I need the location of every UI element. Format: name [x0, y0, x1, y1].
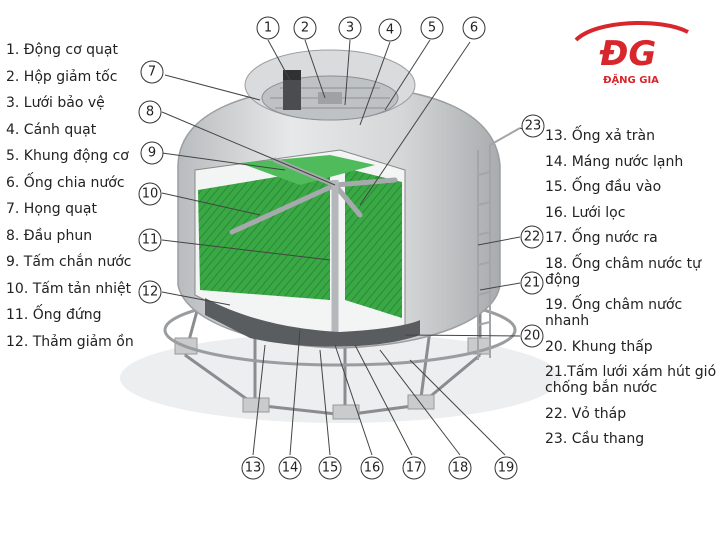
legend-item: 19. Ống châm nước nhanh [545, 297, 683, 329]
legend-item: 6. Ống chia nước [6, 174, 125, 191]
svg-text:16: 16 [364, 461, 381, 476]
svg-text:13: 13 [245, 461, 262, 476]
legend-item: 23. Cầu thang [545, 431, 645, 447]
svg-text:3: 3 [346, 21, 354, 36]
svg-text:4: 4 [386, 23, 394, 38]
dang-gia-logo: ĐG ĐẶNG GIA [566, 10, 696, 90]
legend-item: 3. Lưới bảo vệ [6, 95, 105, 111]
callout-14: 14 [278, 456, 302, 480]
svg-text:8: 8 [146, 105, 154, 120]
callout-1: 1 [256, 16, 280, 40]
callout-16: 16 [360, 456, 384, 480]
legend-item: 20. Khung thấp [545, 338, 653, 355]
callout-2: 2 [293, 16, 317, 40]
legend-item: 4. Cánh quạt [6, 121, 97, 138]
legend-item: 13. Ống xả tràn [545, 128, 655, 144]
legend-item: 9. Tấm chắn nước [6, 254, 132, 270]
callout-18: 18 [448, 456, 472, 480]
svg-text:11: 11 [142, 233, 159, 248]
legend-item: 16. Lưới lọc [545, 204, 626, 221]
callout-19: 19 [494, 456, 518, 480]
leader-lines [161, 39, 534, 456]
callout-15: 15 [318, 456, 342, 480]
legend-item: 1. Động cơ quạt [6, 42, 118, 58]
svg-text:15: 15 [322, 461, 339, 476]
callout-17: 17 [402, 456, 426, 480]
fill-media-right [345, 168, 402, 318]
callout-11: 11 [138, 228, 162, 252]
svg-text:18: 18 [452, 461, 469, 476]
svg-text:9: 9 [148, 146, 156, 161]
svg-text:17: 17 [406, 461, 423, 476]
callout-22: 22 [520, 225, 544, 249]
callout-7: 7 [140, 60, 164, 84]
svg-text:22: 22 [524, 230, 541, 245]
cold-water-basin [205, 298, 420, 347]
svg-text:14: 14 [282, 461, 299, 476]
callout-20: 20 [520, 324, 544, 348]
fan-motor-cap [283, 70, 301, 80]
legend-item: 12. Thảm giảm ồn [6, 333, 134, 350]
legend-item: 21.Tấm lưới xám hút gió chống bắn nước [545, 364, 717, 396]
svg-text:10: 10 [142, 187, 159, 202]
legend-item: 2. Hộp giảm tốc [6, 68, 118, 85]
drift-eliminator [240, 155, 375, 185]
svg-text:7: 7 [148, 65, 156, 80]
fan-motor [283, 80, 301, 110]
gear-reducer [318, 92, 342, 104]
callout-8: 8 [138, 100, 162, 124]
logo-mark: ĐG [599, 34, 657, 74]
svg-text:12: 12 [142, 285, 159, 300]
svg-text:19: 19 [498, 461, 515, 476]
callout-3: 3 [338, 16, 362, 40]
svg-text:6: 6 [470, 21, 478, 36]
callout-12: 12 [138, 280, 162, 304]
legend-left: 1. Động cơ quạt 2. Hộp giảm tốc 3. Lưới bả… [6, 42, 176, 360]
logo-text: ĐẶNG GIA [603, 72, 659, 86]
callout-13: 13 [241, 456, 265, 480]
legend-item: 5. Khung động cơ [6, 148, 129, 164]
legend-item: 15. Ống đầu vào [545, 179, 662, 195]
legend-item: 10. Tấm tản nhiệt [6, 280, 132, 297]
fill-media-left [198, 168, 330, 300]
svg-text:20: 20 [524, 329, 541, 344]
callout-23: 23 [521, 114, 545, 138]
legend-item: 18. Ống châm nước tự động [545, 255, 702, 288]
callout-5: 5 [420, 16, 444, 40]
legend-item: 14. Máng nước lạnh [545, 153, 684, 170]
svg-text:23: 23 [525, 119, 542, 134]
callout-4: 4 [378, 18, 402, 42]
svg-text:5: 5 [428, 21, 436, 36]
legend-item: 7. Họng quạt [6, 201, 97, 217]
legend-item: 22. Vỏ tháp [545, 405, 627, 422]
callout-9: 9 [140, 141, 164, 165]
svg-text:1: 1 [264, 21, 272, 36]
svg-text:2: 2 [301, 21, 309, 36]
legend-right: 13. Ống xả tràn 14. Máng nước lạnh 15. Ống… [545, 128, 717, 457]
svg-text:21: 21 [524, 276, 541, 291]
legend-item: 11. Ống đứng [6, 307, 102, 323]
callout-10: 10 [138, 182, 162, 206]
callout-6: 6 [462, 16, 486, 40]
legend-item: 17. Ống nước ra [545, 230, 658, 246]
callout-21: 21 [520, 271, 544, 295]
ladder [477, 127, 521, 360]
legend-item: 8. Đầu phun [6, 227, 93, 244]
